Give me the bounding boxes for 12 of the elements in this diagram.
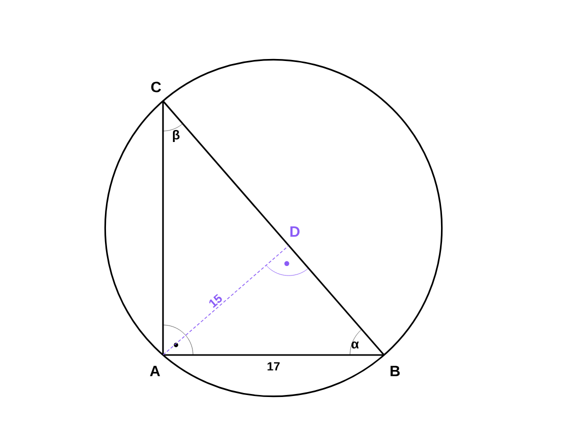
triangle-side bbox=[162, 101, 164, 355]
side-length-label: 15 bbox=[209, 294, 222, 308]
triangle-side bbox=[162, 100, 384, 356]
angle-label: α bbox=[352, 341, 359, 349]
angle-label: β bbox=[172, 130, 180, 142]
vertex-label: B bbox=[390, 366, 400, 376]
vertex-label: A bbox=[150, 366, 160, 376]
vertex-label: D bbox=[290, 226, 300, 237]
triangle-side bbox=[163, 354, 384, 356]
vertex-label: C bbox=[151, 82, 161, 92]
side-length-label: 17 bbox=[268, 362, 280, 370]
triangle-side bbox=[162, 245, 289, 356]
